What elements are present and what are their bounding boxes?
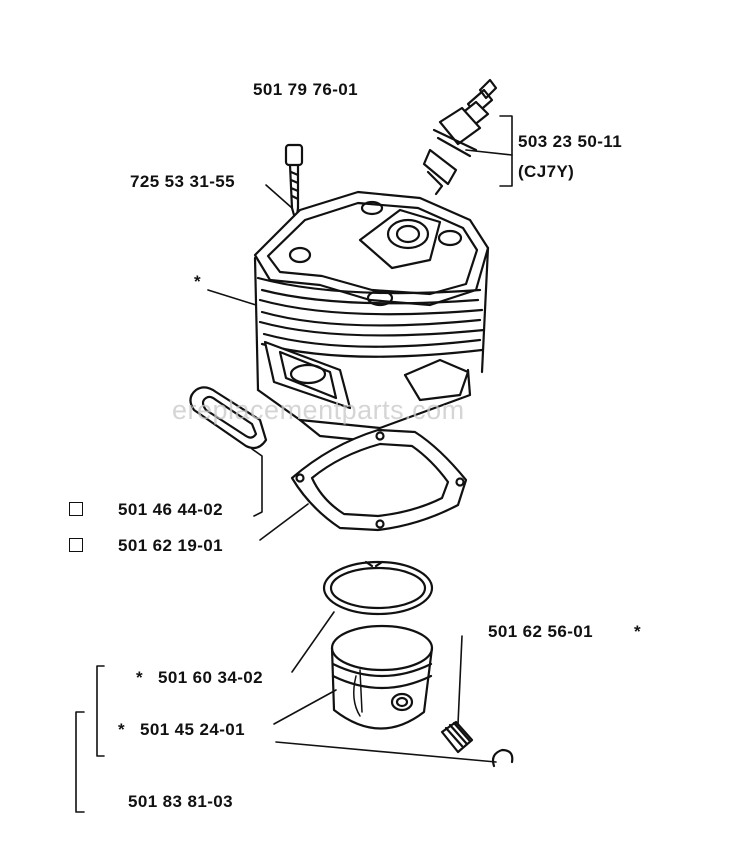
cylinder-asterisk: * (194, 272, 202, 291)
spark-plug-drawing (422, 78, 498, 196)
label-501-62-19-01: 501 62 19-01 (118, 536, 223, 555)
leader-lines (75, 115, 513, 813)
base-gasket-drawing (290, 428, 468, 532)
needle-bearing-drawing (440, 720, 474, 754)
circlip-drawing (491, 748, 514, 768)
watermark-text: ereplacementparts.com (172, 395, 465, 425)
label-503-23-50-11: 503 23 50-11 (518, 132, 623, 151)
label-501-62-56-01: 501 62 56-01 (488, 622, 593, 641)
piston-ring-drawing (322, 560, 434, 616)
checkbox-square-icon (69, 502, 83, 516)
ring-asterisk: * (136, 668, 144, 687)
bolt-drawing (284, 143, 304, 224)
bearing-asterisk: * (634, 622, 642, 641)
cylinder-drawing (253, 190, 490, 442)
exhaust-gasket-drawing (189, 386, 268, 450)
label-501-60-34-02: 501 60 34-02 (158, 668, 263, 687)
label-501-46-44-02: 501 46 44-02 (118, 500, 223, 519)
label-725-53-31-55: 725 53 31-55 (130, 172, 235, 191)
label-501-45-24-01: 501 45 24-01 (140, 720, 245, 739)
label-cj7y: (CJ7Y) (518, 162, 575, 181)
piston-asterisk: * (118, 720, 126, 739)
label-501-83-81-03: 501 83 81-03 (128, 792, 233, 811)
label-501-79-76-01: 501 79 76-01 (253, 80, 358, 99)
checkbox-square-icon (69, 538, 83, 552)
piston-drawing (330, 624, 434, 730)
